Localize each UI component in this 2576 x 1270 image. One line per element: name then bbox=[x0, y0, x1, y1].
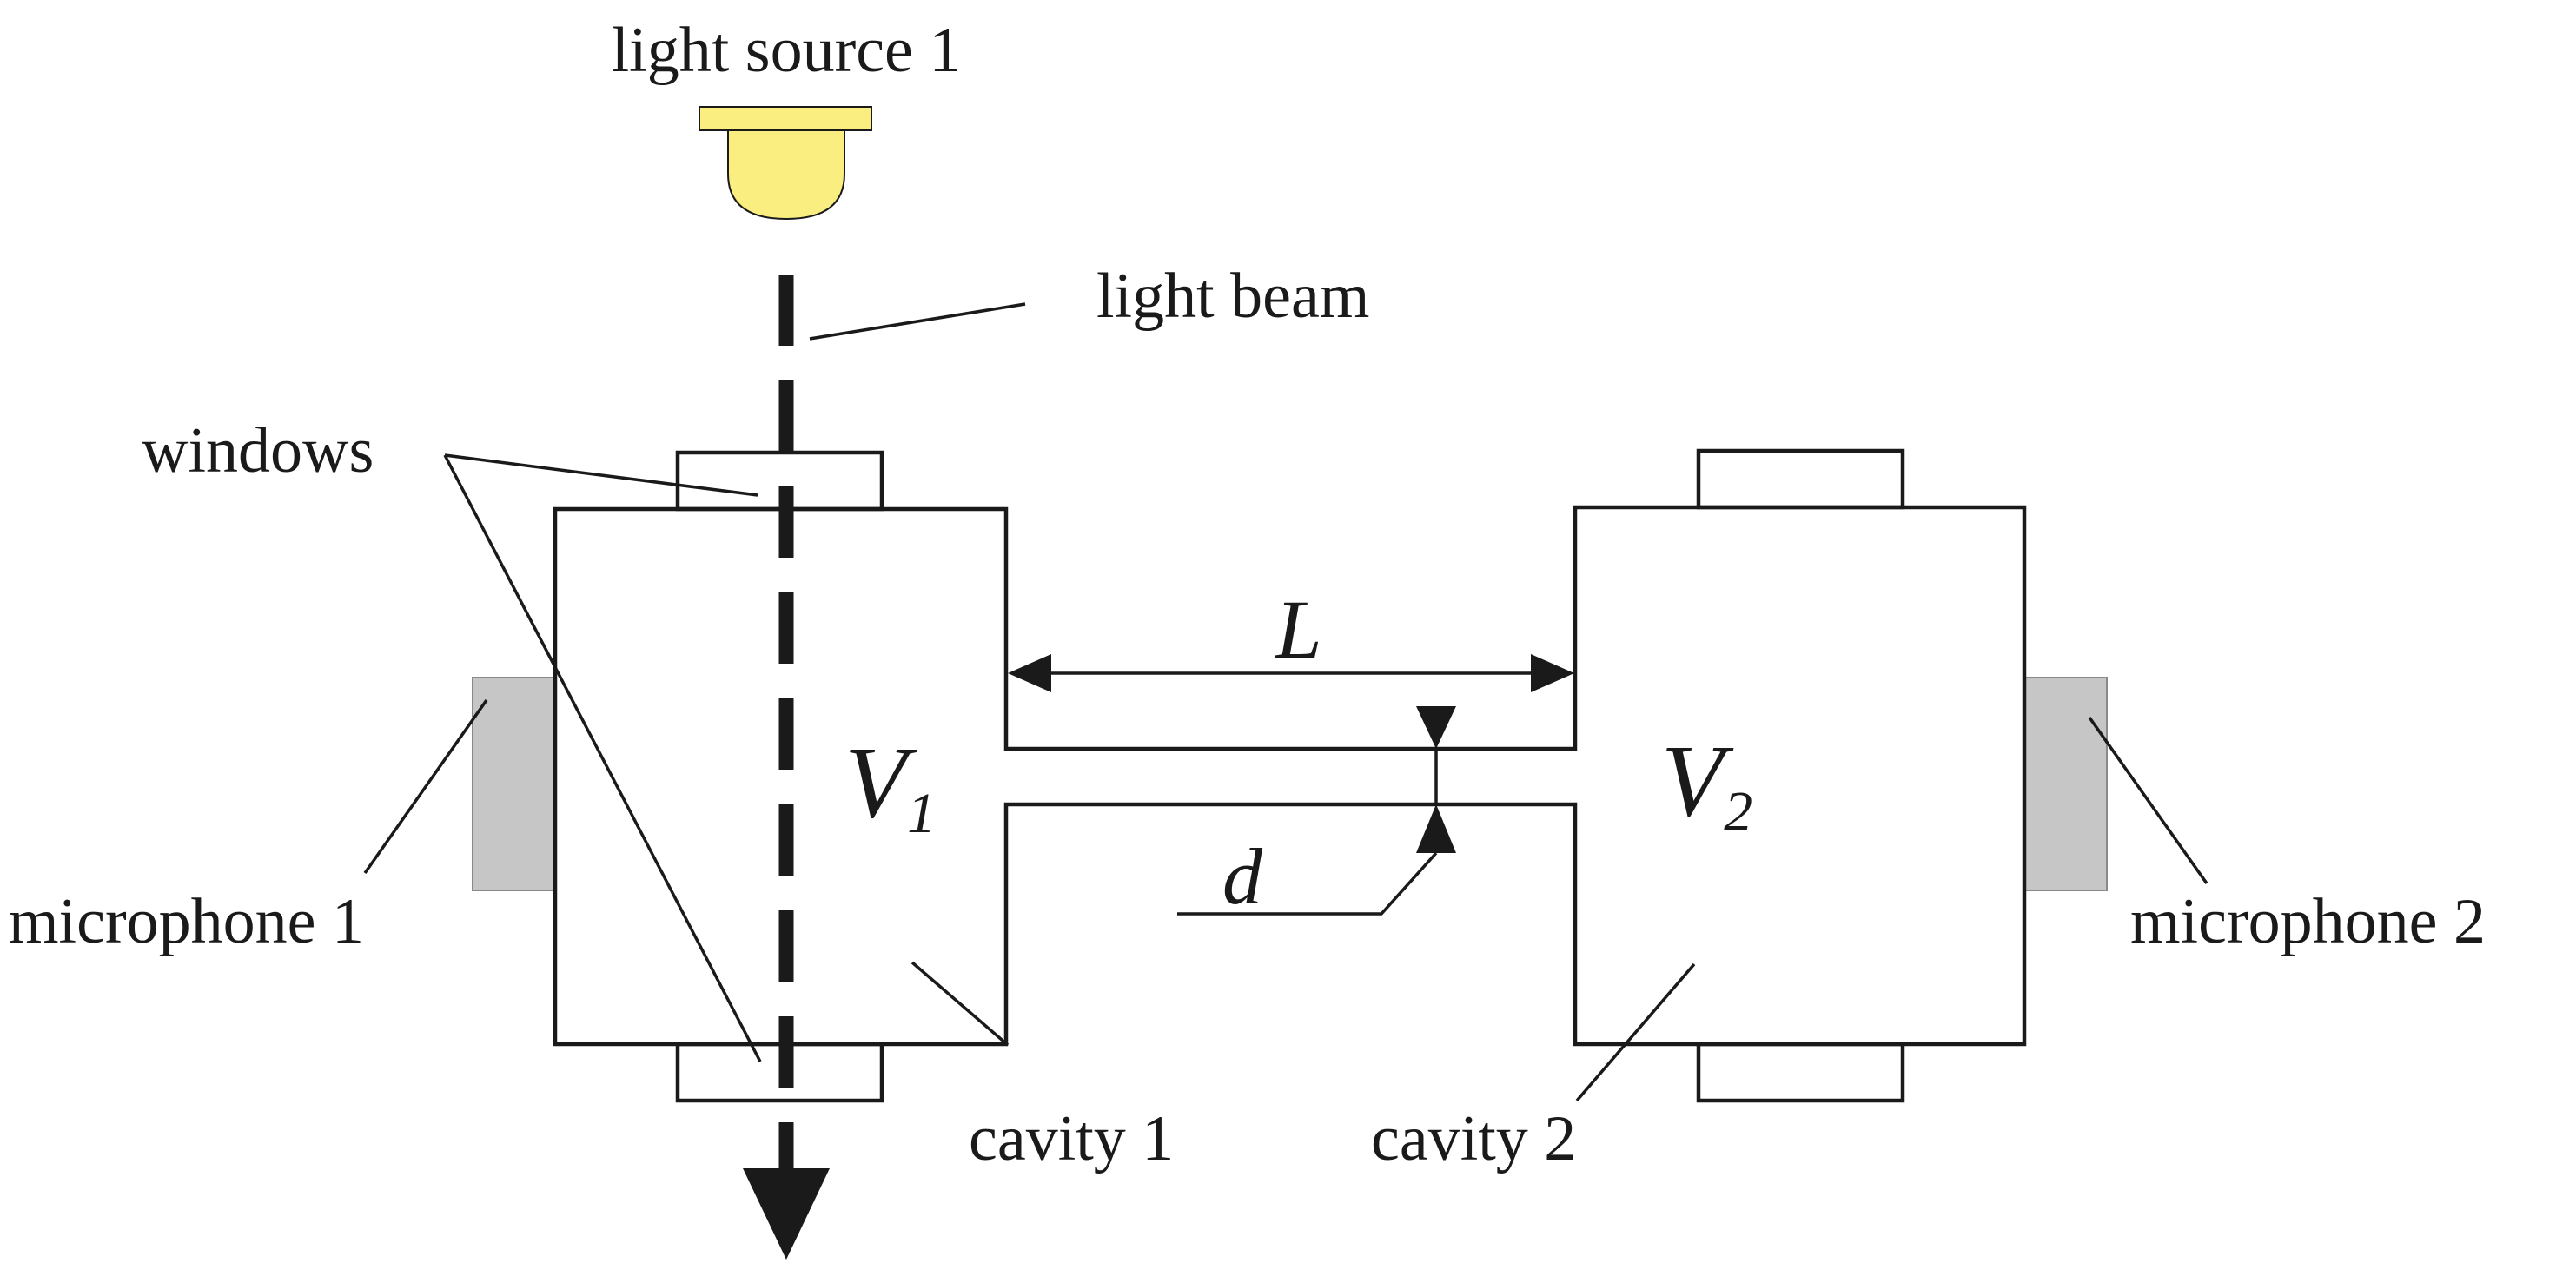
volume-1-subscript: 1 bbox=[907, 782, 936, 845]
arrow-down-small-icon bbox=[1416, 706, 1456, 749]
microphone-2-leader bbox=[2088, 716, 2208, 885]
volume-2-label: V2 bbox=[1661, 724, 1752, 843]
cavity-1-leader bbox=[911, 961, 1010, 1047]
microphone-2-label: microphone 2 bbox=[2130, 886, 2486, 957]
arrow-left-icon bbox=[1008, 654, 1051, 692]
light-beam-label: light beam bbox=[1096, 261, 1369, 332]
volume-1-base: V bbox=[844, 725, 917, 839]
windows-leader-bottom bbox=[443, 454, 762, 1062]
windows-leader-top bbox=[444, 453, 758, 497]
arrow-down-icon bbox=[743, 1168, 830, 1260]
microphone-1-leader bbox=[363, 698, 488, 875]
diameter-leader bbox=[1177, 851, 1438, 916]
microphone-1 bbox=[472, 677, 556, 891]
volume-1-label: V1 bbox=[844, 725, 936, 845]
microphone-2 bbox=[2023, 677, 2108, 891]
cavity-1-label: cavity 1 bbox=[969, 1103, 1174, 1174]
arrow-up-small-icon bbox=[1416, 804, 1456, 853]
window-top-2 bbox=[1696, 448, 1905, 510]
light-source-label: light source 1 bbox=[612, 15, 962, 86]
window-bottom-2 bbox=[1696, 1042, 1905, 1103]
diameter-label: d bbox=[1222, 832, 1263, 921]
cavity-2-leader bbox=[1575, 962, 1696, 1102]
volume-2-subscript: 2 bbox=[1724, 780, 1752, 843]
lamp-icon bbox=[699, 106, 872, 221]
volume-2-base: V bbox=[1661, 724, 1734, 837]
windows-label: windows bbox=[142, 415, 374, 486]
arrow-right-icon bbox=[1531, 654, 1574, 692]
length-label: L bbox=[1274, 583, 1321, 676]
microphone-1-label: microphone 1 bbox=[9, 886, 364, 957]
light-beam-leader bbox=[809, 302, 1026, 341]
cavity-2-label: cavity 2 bbox=[1371, 1103, 1576, 1174]
